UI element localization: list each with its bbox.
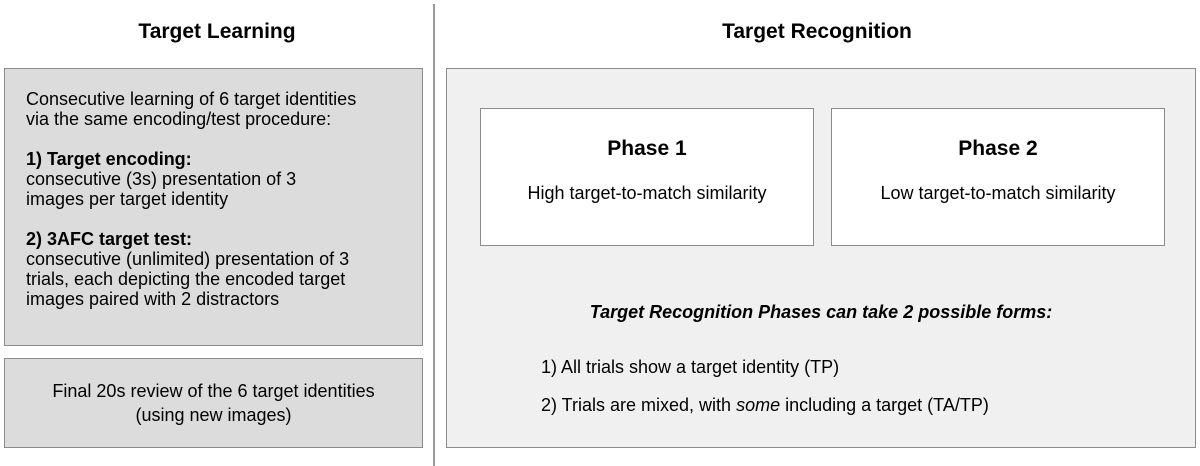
review-line-1: Final 20s review of the 6 target identit… [52,381,375,401]
step1-title: 1) Target encoding: [26,149,192,169]
phase-2-description: Low target-to-match similarity [880,183,1116,203]
review-line-2: (using new images) [135,405,292,425]
phase-1-description: High target-to-match similarity [527,183,767,203]
phase-1-title: Phase 1 [607,137,687,160]
phase-2-box: Phase 2 Low target-to-match similarity [831,108,1165,246]
target-recognition-heading: Target Recognition [722,20,912,43]
intro-line-1: Consecutive learning of 6 target identit… [26,89,357,109]
recognition-forms-title: Target Recognition Phases can take 2 pos… [589,302,1053,322]
step2-title: 2) 3AFC target test: [26,229,193,249]
step2-line-3: images paired with 2 distractors [26,289,280,309]
target-recognition-box: Phase 1 High target-to-match similarity … [446,68,1196,448]
form-1-item: 1) All trials show a target identity (TP… [541,357,840,377]
form-2-emphasis: some [736,395,781,415]
form-2-text-pre: 2) Trials are mixed, with [541,395,737,415]
phase-1-box: Phase 1 High target-to-match similarity [480,108,814,246]
step2-line-2: trials, each depicting the encoded targe… [26,269,346,289]
step2-line-1: consecutive (unlimited) presentation of … [26,249,350,269]
phase-2-title: Phase 2 [958,137,1038,160]
form-2-text-post: including a target (TA/TP) [780,395,989,415]
learning-procedure-box: Consecutive learning of 6 target identit… [4,68,423,346]
intro-line-2: via the same encoding/test procedure: [26,109,332,129]
final-review-box: Final 20s review of the 6 target identit… [4,358,423,448]
step1-line-2: images per target identity [26,189,229,209]
target-learning-heading: Target Learning [138,20,296,43]
step1-line-1: consecutive (3s) presentation of 3 [26,169,297,189]
column-divider [433,4,435,466]
form-2-item: 2) Trials are mixed, with some including… [541,395,989,416]
